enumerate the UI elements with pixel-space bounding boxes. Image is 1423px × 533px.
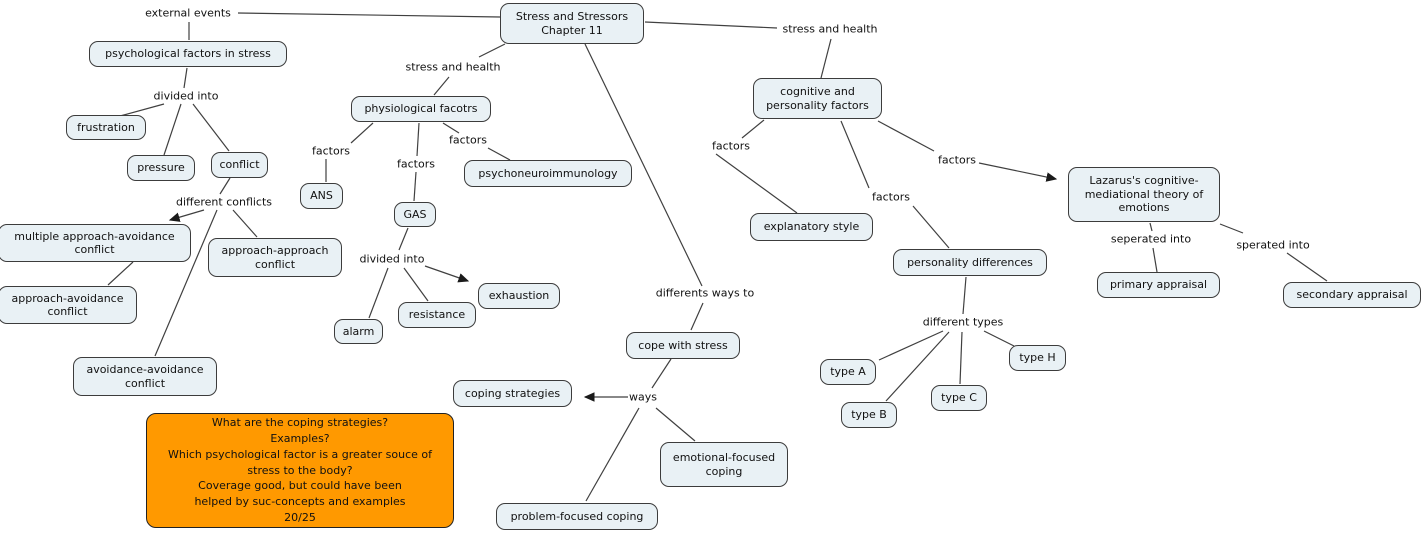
link-label-stress-and-health-right[interactable]: stress and health: [782, 22, 878, 36]
concept-approach-approach[interactable]: approach-approach conflict: [208, 238, 342, 277]
concept-psychological-factors[interactable]: psychological factors in stress: [89, 41, 287, 67]
link-label-different-conflicts[interactable]: different conflicts: [175, 195, 273, 209]
concept-root-title[interactable]: Stress and Stressors Chapter 11: [500, 3, 644, 44]
link-label-sperated-into[interactable]: sperated into: [1236, 238, 1310, 252]
concept-type-h[interactable]: type H: [1009, 345, 1066, 371]
link-label-ways[interactable]: ways: [629, 390, 657, 404]
edge-personality-different-types: [962, 276, 967, 315]
link-label-divided-into-psych[interactable]: divided into: [153, 89, 219, 103]
edge-physio-factors-pni: [442, 122, 460, 134]
link-label-factors-ans[interactable]: factors: [312, 144, 350, 158]
edge-factors-lazarus: [978, 162, 1058, 182]
edge-diffconf-multiple: [168, 209, 205, 222]
edge-cognitive-factors-lazarus: [877, 120, 935, 152]
edge-psych-divided-into: [183, 67, 188, 89]
edge-divided-pressure: [163, 103, 182, 156]
link-label-factors-personality[interactable]: factors: [872, 190, 910, 204]
concept-personality-differences[interactable]: personality differences: [893, 249, 1047, 276]
edge-cognitive-factors-expl: [741, 119, 765, 139]
link-label-different-types[interactable]: different types: [922, 315, 1004, 329]
edge-lazarus-seperated: [1149, 222, 1153, 232]
edge-root-stress-health-left: [478, 43, 506, 58]
edge-factors-explanatory: [715, 153, 798, 214]
link-label-factors-lazarus[interactable]: factors: [938, 153, 976, 167]
edge-divided-conflict: [192, 103, 230, 152]
concept-gas[interactable]: GAS: [394, 202, 436, 227]
edge-types-type-b: [885, 331, 950, 402]
link-label-seperated-into[interactable]: seperated into: [1110, 232, 1192, 246]
edge-physio-factors-ans: [350, 122, 374, 144]
edge-lazarus-sperated: [1219, 223, 1244, 234]
edge-cognitive-factors-pers: [840, 120, 870, 189]
concept-lazarus-theory[interactable]: Lazarus's cognitive-mediational theory o…: [1068, 167, 1220, 222]
link-label-external-events[interactable]: external events: [145, 6, 231, 20]
edge-ways-problem-focused: [585, 407, 640, 502]
link-label-stress-and-health-left[interactable]: stress and health: [405, 60, 501, 74]
edge-stress-health-cognitive: [820, 38, 832, 79]
edge-seperated-primary: [1152, 247, 1158, 273]
concept-frustration[interactable]: frustration: [66, 115, 146, 140]
edge-physio-factors-gas: [416, 122, 420, 157]
edge-factors-pni: [487, 147, 511, 161]
edge-multiple-approach-avoidance: [107, 261, 134, 286]
edge-diffconf-avoidance-avoidance: [154, 209, 218, 357]
edge-conflict-different-conflicts: [219, 177, 231, 195]
edge-types-type-h: [983, 330, 1015, 347]
concept-problem-focused-coping[interactable]: problem-focused coping: [496, 503, 658, 530]
concept-multiple-approach-avoidance[interactable]: multiple approach-avoidance conflict: [0, 224, 191, 262]
edge-factors-personality: [912, 205, 950, 249]
edge-root-stress-health-right: [644, 21, 778, 29]
edge-factors-gas: [413, 171, 417, 202]
concept-cope-with-stress[interactable]: cope with stress: [626, 332, 740, 359]
concept-type-c[interactable]: type C: [931, 385, 987, 411]
edge-ways-emotional-focused: [655, 407, 696, 442]
edge-divided-frustration: [119, 103, 165, 117]
edge-ways-cope: [690, 302, 704, 331]
concept-psychoneuroimmunology[interactable]: psychoneuroimmunology: [464, 160, 632, 187]
concept-avoidance-avoidance[interactable]: avoidance-avoidance conflict: [73, 357, 217, 396]
concept-primary-appraisal[interactable]: primary appraisal: [1097, 272, 1220, 298]
link-label-factors-gas[interactable]: factors: [397, 157, 435, 171]
concept-resistance[interactable]: resistance: [398, 302, 476, 328]
concept-cognitive-personality[interactable]: cognitive and personality factors: [753, 78, 882, 119]
concept-ans[interactable]: ANS: [300, 183, 343, 209]
concept-coping-strategies[interactable]: coping strategies: [453, 380, 572, 407]
concept-explanatory-style[interactable]: explanatory style: [750, 213, 873, 241]
edge-gas-divided-into: [398, 227, 409, 251]
concept-secondary-appraisal[interactable]: secondary appraisal: [1283, 282, 1421, 308]
concept-physiological-factors[interactable]: physiological facotrs: [351, 96, 491, 122]
edge-types-type-a: [878, 330, 944, 361]
link-label-divided-into-gas[interactable]: divided into: [359, 252, 425, 266]
link-label-differents-ways-to[interactable]: differents ways to: [655, 286, 755, 300]
concept-type-b[interactable]: type B: [841, 402, 897, 428]
feedback-note[interactable]: What are the coping strategies? Examples…: [146, 413, 454, 528]
edge-divided-resistance: [403, 267, 429, 302]
link-label-factors-explanatory[interactable]: factors: [712, 139, 750, 153]
edge-sperated-secondary: [1286, 252, 1328, 282]
edge-root-differents-ways: [584, 43, 703, 287]
edge-stress-health-physio: [433, 76, 450, 96]
concept-emotional-focused-coping[interactable]: emotional-focused coping: [660, 442, 788, 487]
concept-approach-avoidance[interactable]: approach-avoidance conflict: [0, 286, 137, 324]
concept-pressure[interactable]: pressure: [127, 155, 195, 181]
edge-diffconf-approach-approach: [232, 209, 258, 238]
edge-root-external-events: [237, 12, 501, 18]
concept-conflict[interactable]: conflict: [211, 152, 268, 178]
concept-alarm[interactable]: alarm: [334, 319, 383, 344]
edge-divided-exhaustion: [424, 265, 470, 283]
edge-types-type-c: [959, 331, 963, 385]
edge-cope-ways-label: [651, 358, 672, 389]
concept-type-a[interactable]: type A: [820, 359, 876, 385]
link-label-factors-pni[interactable]: factors: [449, 133, 487, 147]
edge-divided-alarm: [368, 267, 389, 319]
concept-exhaustion[interactable]: exhaustion: [478, 283, 560, 309]
